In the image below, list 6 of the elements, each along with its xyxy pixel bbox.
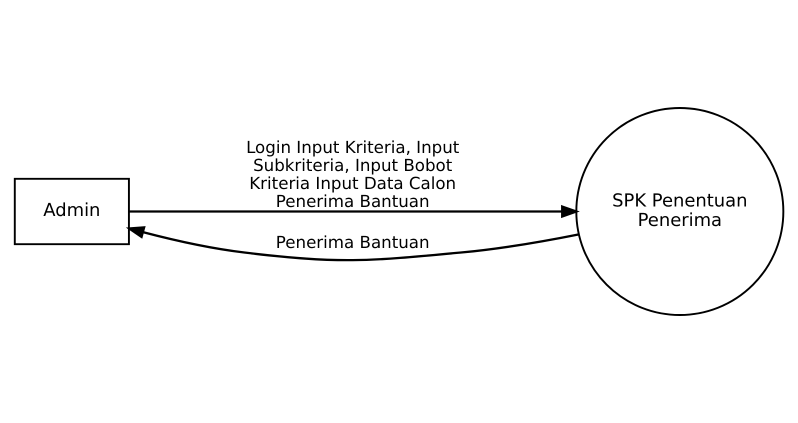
arrow bbox=[126, 226, 580, 262]
arrow bbox=[129, 204, 580, 218]
node-circle: SPK Penentuan Penerima bbox=[575, 107, 784, 316]
edge-label: Login Input Kriteria, Input Subkriteria, Input Bobot Kriteria Input Data Calon Penerima Bantuan bbox=[246, 138, 460, 211]
edge-label: Penerima Bantuan bbox=[276, 232, 430, 252]
node-box: Admin bbox=[14, 178, 130, 246]
